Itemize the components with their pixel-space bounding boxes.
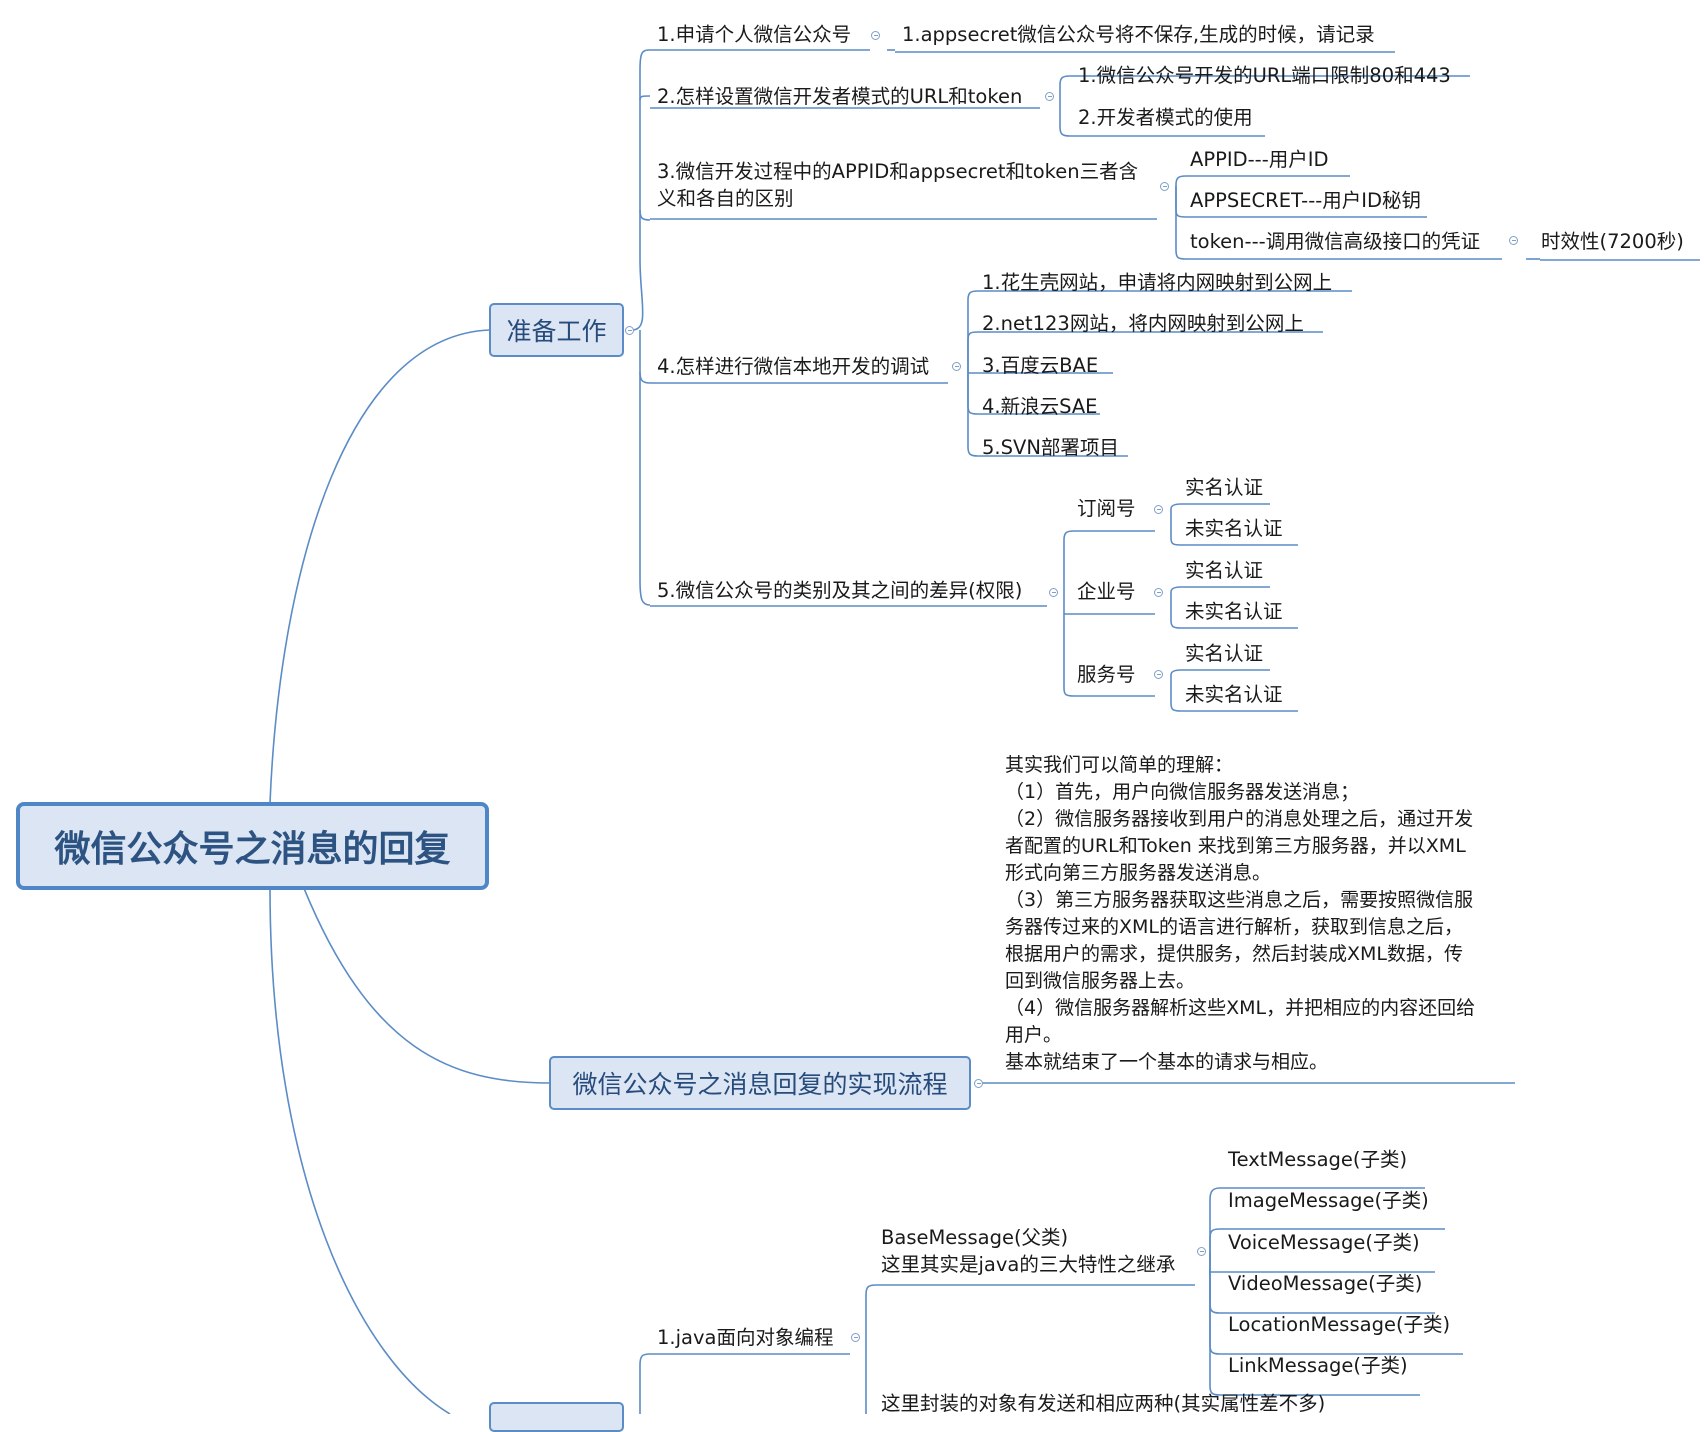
collapse-toggle-icon[interactable] (952, 362, 961, 371)
prep-q3-child[interactable]: APPID---用户ID (1190, 148, 1329, 171)
account-type[interactable]: 订阅号 (1077, 497, 1136, 520)
prep-q4-child[interactable]: 2.net123网站，将内网映射到公网上 (982, 312, 1304, 335)
subclass-item[interactable]: ImageMessage(子类) (1228, 1189, 1429, 1212)
prep-q3-token-child[interactable]: 时效性(7200秒) (1541, 230, 1684, 253)
java-label[interactable]: 1.java面向对象编程 (657, 1326, 834, 1349)
prep-q2-label[interactable]: 2.怎样设置微信开发者模式的URL和token (657, 85, 1023, 108)
collapse-toggle-icon[interactable] (1154, 670, 1163, 679)
branch-flow[interactable]: 微信公众号之消息回复的实现流程 (549, 1056, 971, 1110)
collapse-toggle-icon[interactable] (1154, 505, 1163, 514)
collapse-toggle-icon[interactable] (1154, 588, 1163, 597)
prep-q4-label[interactable]: 4.怎样进行微信本地开发的调试 (657, 355, 930, 378)
verification-item[interactable]: 未实名认证 (1185, 517, 1283, 540)
verification-item[interactable]: 未实名认证 (1185, 600, 1283, 623)
subclass-item[interactable]: VideoMessage(子类) (1228, 1272, 1423, 1295)
collapse-toggle-icon[interactable] (974, 1079, 983, 1088)
subclass-item[interactable]: LinkMessage(子类) (1228, 1354, 1408, 1377)
collapse-toggle-icon[interactable] (1045, 92, 1054, 101)
collapse-toggle-icon[interactable] (851, 1333, 860, 1342)
connector-root-prep (269, 329, 491, 804)
collapse-toggle-icon[interactable] (1160, 182, 1169, 191)
base-message[interactable]: BaseMessage(父类) 这里其实是java的三大特性之继承 (881, 1226, 1176, 1276)
verification-item[interactable]: 实名认证 (1185, 476, 1264, 499)
prep-q3-child[interactable]: APPSECRET---用户ID秘钥 (1190, 189, 1422, 212)
root-title: 微信公众号之消息的回复 (54, 829, 451, 870)
collapse-toggle-icon[interactable] (625, 326, 634, 335)
account-type[interactable]: 服务号 (1077, 663, 1136, 686)
connector-root-flow (302, 885, 551, 1084)
prep-q1-note[interactable]: 1.appsecret微信公众号将不保存,生成的时候，请记录 (902, 23, 1375, 46)
prep-q5-label[interactable]: 5.微信公众号的类别及其之间的差异(权限) (657, 579, 1023, 602)
verification-item[interactable]: 实名认证 (1185, 642, 1264, 665)
java-note[interactable]: 这里封装的对象有发送和相应两种(其实属性差不多) (881, 1392, 1326, 1415)
prep-q4-child[interactable]: 5.SVN部署项目 (982, 436, 1119, 459)
subclass-item[interactable]: TextMessage(子类) (1228, 1148, 1408, 1171)
prep-q2-child[interactable]: 2.开发者模式的使用 (1078, 106, 1253, 129)
branch-flow-title: 微信公众号之消息回复的实现流程 (572, 1070, 948, 1099)
prep-q4-child[interactable]: 3.百度云BAE (982, 354, 1099, 377)
subclass-item[interactable]: LocationMessage(子类) (1228, 1313, 1451, 1336)
prep-q3-child[interactable]: token---调用微信高级接口的凭证 (1190, 230, 1481, 253)
subclass-item[interactable]: VoiceMessage(子类) (1228, 1231, 1420, 1254)
connector-prep-bottom (639, 330, 651, 606)
branch-dev[interactable] (489, 1402, 624, 1432)
collapse-toggle-icon[interactable] (1049, 588, 1058, 597)
collapse-toggle-icon[interactable] (1197, 1247, 1206, 1256)
root-topic[interactable]: 微信公众号之消息的回复 (16, 802, 489, 890)
account-type[interactable]: 企业号 (1077, 580, 1136, 603)
connector-prep-top (631, 49, 651, 331)
prep-q4-child[interactable]: 4.新浪云SAE (982, 395, 1098, 418)
collapse-toggle-icon[interactable] (1509, 236, 1518, 245)
prep-q3-label[interactable]: 3.微信开发过程中的APPID和appsecret和token三者含 义和各自的… (657, 160, 1139, 210)
branch-prep-title: 准备工作 (506, 317, 607, 346)
flow-description[interactable]: 其实我们可以简单的理解： （1）首先，用户向微信服务器发送消息； （2）微信服务… (1005, 754, 1476, 1073)
collapse-toggle-icon[interactable] (871, 31, 880, 40)
connector-root-dev (269, 887, 451, 1414)
prep-q2-child[interactable]: 1.微信公众号开发的URL端口限制80和443 (1078, 64, 1451, 87)
prep-q4-child[interactable]: 1.花生壳网站，申请将内网映射到公网上 (982, 271, 1333, 294)
prep-q1-label[interactable]: 1.申请个人微信公众号 (657, 23, 852, 46)
verification-item[interactable]: 实名认证 (1185, 559, 1264, 582)
branch-prep[interactable]: 准备工作 (489, 303, 624, 357)
verification-item[interactable]: 未实名认证 (1185, 683, 1283, 706)
